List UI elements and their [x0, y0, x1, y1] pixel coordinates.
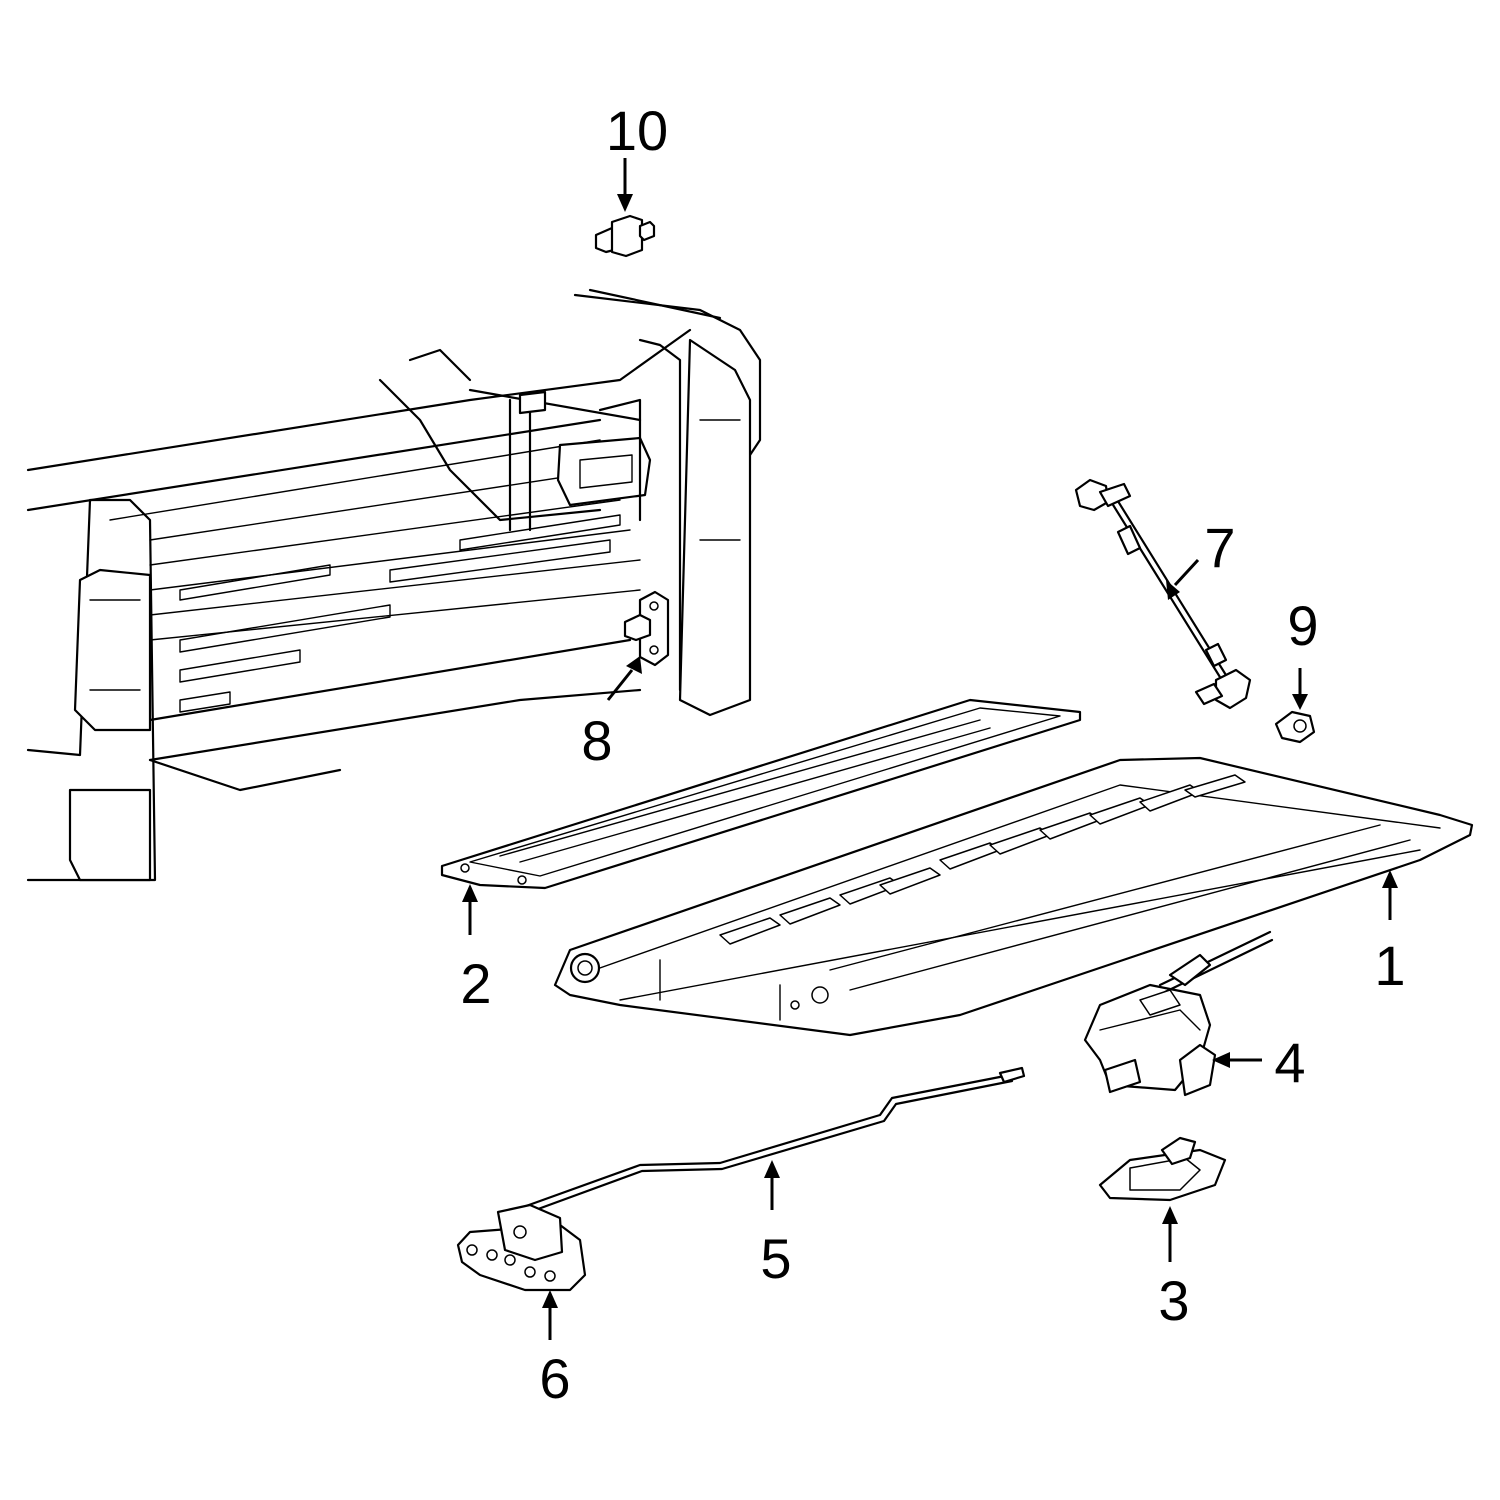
callout-7: 7: [1204, 516, 1235, 579]
callout-4: 4: [1274, 1031, 1305, 1094]
part-4-latch: [1083, 930, 1274, 1097]
part-10-striker-bolt: [594, 214, 656, 258]
callout-1: 1: [1374, 934, 1405, 997]
part-6-hinge-bracket: [456, 1203, 587, 1292]
callout-8: 8: [581, 709, 612, 772]
callout-arrows: [462, 158, 1398, 1340]
callout-10: 10: [606, 99, 668, 162]
part-9-pivot-bushing: [1274, 710, 1316, 744]
part-7-tailgate-cable: [1074, 478, 1252, 710]
callout-labels: 10 7 9 8 2 1 4 5 3 6: [460, 99, 1405, 1410]
part-5-control-rod: [513, 1066, 1026, 1218]
part-1-tailgate: [553, 756, 1474, 1037]
part-3-handle: [1098, 1136, 1227, 1202]
part-8-striker-bracket: [623, 590, 670, 667]
callout-3: 3: [1158, 1269, 1189, 1332]
callout-6: 6: [539, 1347, 570, 1410]
truck-bed: [26, 288, 762, 882]
callout-9: 9: [1287, 594, 1318, 657]
callout-2: 2: [460, 952, 491, 1015]
part-2-tailgate-top-cap: [440, 698, 1082, 890]
callout-5: 5: [760, 1227, 791, 1290]
